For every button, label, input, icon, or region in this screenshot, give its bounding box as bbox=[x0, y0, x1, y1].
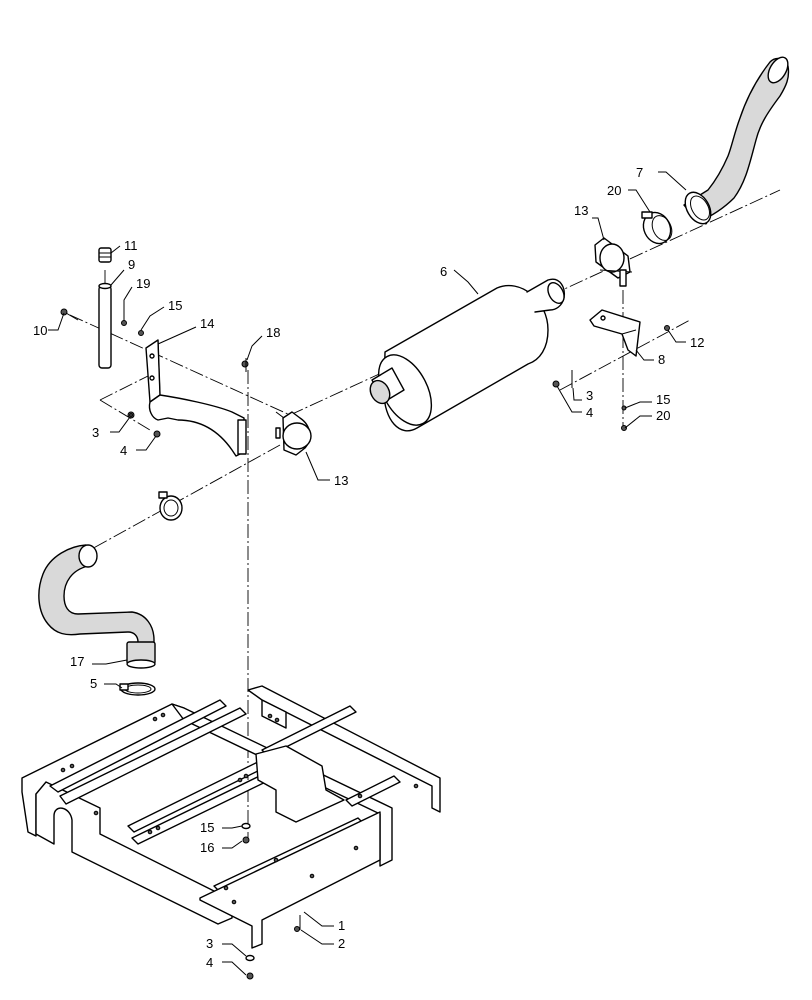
callout-1: 1 bbox=[338, 918, 345, 933]
part-11-bracket bbox=[589, 309, 641, 357]
part-7-fitting bbox=[98, 247, 112, 263]
part-13-clamp-left bbox=[275, 411, 312, 456]
callout-20-left: 19 bbox=[136, 276, 150, 291]
callout-8: 6 bbox=[440, 264, 447, 279]
callout-20-right: 20 bbox=[656, 408, 670, 423]
callout-14: 14 bbox=[200, 316, 214, 331]
callout-18: 17 bbox=[70, 654, 84, 669]
part-9-hose-clamp bbox=[119, 682, 156, 696]
part-16-bolt bbox=[241, 358, 249, 372]
callout-3-bottom: 3 bbox=[206, 936, 213, 951]
part-14-bracket bbox=[145, 339, 247, 457]
callout-3-left: 3 bbox=[92, 425, 99, 440]
callout-12: 12 bbox=[690, 335, 704, 350]
callout-9: 5 bbox=[90, 676, 97, 691]
part-6-bolt bbox=[60, 308, 79, 321]
callout-labels: 11 9 19 15 14 10 18 3 4 13 6 13 20 7 12 … bbox=[33, 165, 704, 970]
part-10-tailpipe bbox=[683, 56, 790, 225]
center-lines bbox=[69, 189, 781, 840]
part-19-clamp bbox=[641, 211, 673, 245]
callout-15-right: 15 bbox=[656, 392, 670, 407]
leader-lines bbox=[48, 171, 687, 976]
callout-4-left: 4 bbox=[120, 443, 127, 458]
hardware-bottom bbox=[241, 822, 301, 980]
part-18-elbow-pipe bbox=[38, 544, 156, 669]
callout-11: 8 bbox=[658, 352, 665, 367]
hardware-right bbox=[552, 325, 670, 431]
part-5-tube bbox=[98, 282, 112, 369]
callout-3-right: 3 bbox=[586, 388, 593, 403]
callout-4-bottom: 4 bbox=[206, 955, 213, 970]
callout-16: 18 bbox=[266, 325, 280, 340]
callout-15-left: 15 bbox=[168, 298, 182, 313]
callout-19: 20 bbox=[607, 183, 621, 198]
part-8-muffler bbox=[369, 278, 566, 432]
callout-10: 7 bbox=[636, 165, 643, 180]
hardware-20-15-left bbox=[121, 320, 161, 438]
part-1-frame bbox=[21, 685, 441, 949]
callout-5: 9 bbox=[128, 257, 135, 272]
callout-13-lower: 13 bbox=[334, 473, 348, 488]
callout-15-bottom: 15 bbox=[200, 820, 214, 835]
part-13-clamp-right bbox=[594, 237, 633, 287]
callout-4-right: 4 bbox=[586, 405, 593, 420]
callout-13-upper: 13 bbox=[574, 203, 588, 218]
callout-17: 16 bbox=[200, 840, 214, 855]
callout-7: 11 bbox=[124, 238, 138, 253]
callout-6: 10 bbox=[33, 323, 47, 338]
frame-holes bbox=[60, 712, 419, 905]
callout-2: 2 bbox=[338, 936, 345, 951]
small-clamp bbox=[158, 491, 183, 521]
